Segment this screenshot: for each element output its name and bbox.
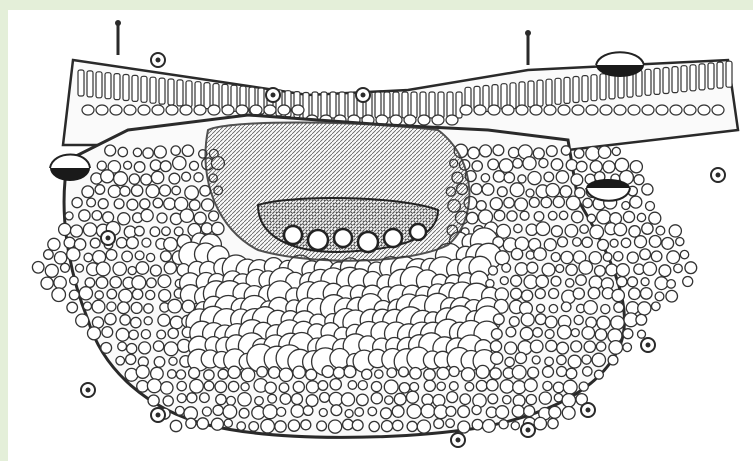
image-canvas [8, 10, 753, 461]
vascular-bundle [205, 123, 469, 261]
leaf-midrib-cross-section-illustration [8, 10, 753, 461]
